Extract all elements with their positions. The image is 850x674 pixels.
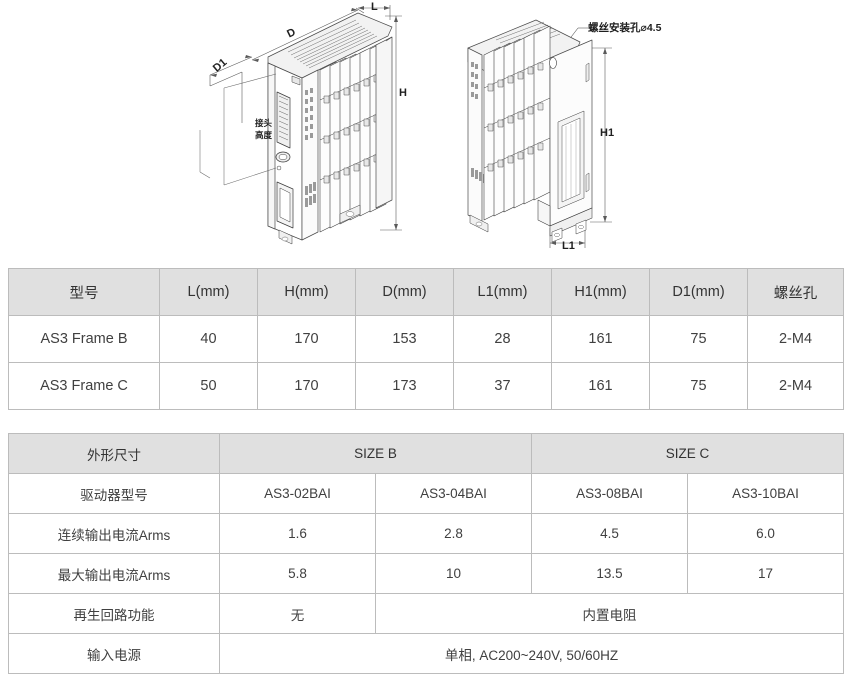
- row-label-max-current: 最大输出电流Arms: [8, 553, 220, 594]
- table-row: AS3 Frame B 40 170 153 28 161 75 2-M4: [8, 315, 844, 363]
- column-header-outline-dimensions: 外形尺寸: [8, 433, 220, 474]
- specifications-table: 外形尺寸 SIZE B SIZE C 驱动器型号 AS3-02BAI AS3-0…: [8, 433, 845, 674]
- cell-regen-none: 无: [219, 593, 376, 634]
- table-row-input-power: 输入电源 单相, AC200~240V, 50/60HZ: [8, 633, 845, 674]
- cell-max-current-3: 13.5: [531, 553, 689, 594]
- column-header-d1: D1(mm): [649, 268, 748, 316]
- column-header-d: D(mm): [355, 268, 454, 316]
- table-header-row: 型号 L(mm) H(mm) D(mm) L1(mm) H1(mm) D1(mm…: [8, 268, 844, 316]
- column-header-size-b: SIZE B: [218, 433, 533, 474]
- cell-d: 173: [355, 362, 454, 410]
- cell-d1: 75: [649, 315, 748, 363]
- cell-h: 170: [257, 362, 356, 410]
- row-label-continuous-current: 连续输出电流Arms: [8, 513, 220, 554]
- cell-l1: 37: [453, 362, 552, 410]
- row-label-regen-circuit: 再生回路功能: [8, 593, 220, 634]
- connector-annotation-line-1: 接头: [255, 118, 273, 128]
- cell-continuous-current-4: 6.0: [687, 513, 845, 554]
- cell-h: 170: [257, 315, 356, 363]
- table-header-row: 外形尺寸 SIZE B SIZE C: [8, 433, 845, 474]
- cell-model: AS3 Frame B: [8, 315, 160, 363]
- cell-max-current-4: 17: [687, 553, 845, 594]
- cell-screw-hole: 2-M4: [747, 315, 844, 363]
- cell-continuous-current-3: 4.5: [531, 513, 689, 554]
- connector-annotation-line-2: 高度: [255, 130, 273, 141]
- dimension-label-h: H: [399, 87, 407, 99]
- screw-mounting-hole-annotation: 螺丝安装孔⌀4.5: [588, 22, 662, 34]
- table-row-regen-circuit: 再生回路功能 无 内置电阻: [8, 593, 845, 634]
- table-row-drive-model: 驱动器型号 AS3-02BAI AS3-04BAI AS3-08BAI AS3-…: [8, 473, 845, 514]
- dimension-label-l1: L1: [562, 240, 575, 252]
- technical-drawings-area: D D1 L H 接头 高度: [0, 0, 850, 258]
- cell-l: 40: [159, 315, 258, 363]
- cell-h1: 161: [551, 315, 650, 363]
- cell-max-current-1: 5.8: [219, 553, 376, 594]
- column-header-l: L(mm): [159, 268, 258, 316]
- cell-drive-model-3: AS3-08BAI: [531, 473, 689, 514]
- column-header-l1: L1(mm): [453, 268, 552, 316]
- table-row-max-current: 最大输出电流Arms 5.8 10 13.5 17: [8, 553, 845, 594]
- cell-drive-model-1: AS3-02BAI: [219, 473, 376, 514]
- column-header-model: 型号: [8, 268, 160, 316]
- cell-l: 50: [159, 362, 258, 410]
- cell-regen-builtin-resistor: 内置电阻: [374, 593, 845, 634]
- cell-drive-model-2: AS3-04BAI: [374, 473, 533, 514]
- servo-drive-rear-perspective-drawing: [467, 19, 612, 248]
- column-header-h1: H1(mm): [551, 268, 650, 316]
- cell-input-power-value: 单相, AC200~240V, 50/60HZ: [218, 633, 845, 674]
- cell-h1: 161: [551, 362, 650, 410]
- column-header-size-c: SIZE C: [531, 433, 845, 474]
- connector-height-annotation: 接头 高度: [255, 117, 272, 142]
- dimension-label-l: L: [371, 1, 378, 13]
- row-label-drive-model: 驱动器型号: [8, 473, 220, 514]
- cell-d1: 75: [649, 362, 748, 410]
- cell-continuous-current-2: 2.8: [374, 513, 533, 554]
- column-header-h: H(mm): [257, 268, 356, 316]
- dimensions-table: 型号 L(mm) H(mm) D(mm) L1(mm) H1(mm) D1(mm…: [8, 268, 844, 410]
- cell-l1: 28: [453, 315, 552, 363]
- row-label-input-power: 输入电源: [8, 633, 220, 674]
- dimension-label-h1: H1: [600, 127, 615, 139]
- table-row: AS3 Frame C 50 170 173 37 161 75 2-M4: [8, 362, 844, 410]
- column-header-screw-hole: 螺丝孔: [747, 268, 844, 316]
- servo-drive-front-perspective-drawing: [199, 5, 402, 245]
- cell-screw-hole: 2-M4: [747, 362, 844, 410]
- cell-model: AS3 Frame C: [8, 362, 160, 410]
- cell-drive-model-4: AS3-10BAI: [687, 473, 845, 514]
- cell-d: 153: [355, 315, 454, 363]
- cell-max-current-2: 10: [374, 553, 533, 594]
- cell-continuous-current-1: 1.6: [219, 513, 376, 554]
- table-row-continuous-current: 连续输出电流Arms 1.6 2.8 4.5 6.0: [8, 513, 845, 554]
